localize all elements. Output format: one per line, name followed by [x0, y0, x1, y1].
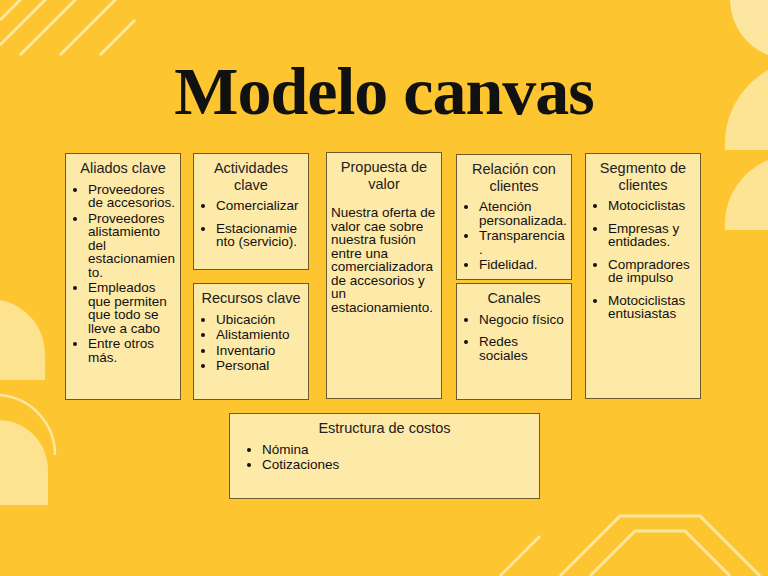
- box-heading: Propuesta de valor: [331, 159, 437, 192]
- bullet-item: Entre otros más.: [88, 337, 176, 364]
- box-body: Nuestra oferta de valor cae sobre nuestr…: [331, 206, 437, 314]
- bullet-list: NóminaCotizaciones: [244, 443, 535, 472]
- canvas-box: Relación con clientesAtención personaliz…: [456, 154, 572, 280]
- bullet-item: Nómina: [262, 443, 535, 457]
- bullet-item: Motociclistas entusiastas: [608, 294, 696, 321]
- bullet-item: Transparencia.: [479, 229, 567, 256]
- canvas-box: Aliados claveProveedores de accesorios.P…: [65, 153, 181, 400]
- box-heading: Actividades clave: [198, 160, 304, 193]
- bullet-item: Alistamiento: [216, 328, 304, 342]
- box-heading: Estructura de costos: [234, 420, 535, 437]
- bullet-item: Ubicación: [216, 313, 304, 327]
- box-heading: Relación con clientes: [461, 161, 567, 194]
- corner-arcs: [0, 395, 55, 455]
- bullet-item: Compradores de impulso: [608, 258, 696, 285]
- bullet-item: Estacionamiento (servicio).: [216, 222, 304, 249]
- canvas-box: CanalesNegocio físicoRedes sociales: [456, 283, 572, 400]
- canvas-box: Segmento de clientesMotociclistasEmpresa…: [585, 153, 701, 399]
- bullet-list: Negocio físicoRedes sociales: [461, 313, 567, 363]
- bullet-list: UbicaciónAlistamientoInventarioPersonal: [198, 313, 304, 373]
- bullet-item: Proveedores alistamiento del estacionami…: [88, 212, 176, 280]
- page-title: Modelo canvas: [0, 52, 768, 131]
- bullet-item: Redes sociales: [479, 335, 567, 362]
- bullet-item: Fidelidad.: [479, 258, 567, 272]
- bullet-item: Empresas y entidades.: [608, 222, 696, 249]
- bullet-list: Atención personalizada.Transparencia. Fid…: [461, 200, 567, 272]
- box-heading: Segmento de clientes: [590, 160, 696, 193]
- box-heading: Canales: [461, 290, 567, 307]
- bullet-item: Cotizaciones: [262, 458, 535, 472]
- bullet-list: ComercializarEstacionamiento (servicio).: [198, 199, 304, 249]
- canvas-box: Estructura de costosNóminaCotizaciones: [229, 413, 540, 499]
- canvas-box: Recursos claveUbicaciónAlistamientoInven…: [193, 283, 309, 400]
- canvas-box: Actividades claveComercializarEstacionam…: [193, 153, 309, 270]
- box-heading: Recursos clave: [198, 290, 304, 307]
- bullet-item: Motociclistas: [608, 199, 696, 213]
- bullet-item: Proveedores de accesorios.: [88, 183, 176, 210]
- bullet-item: Empleados que permiten que todo se lleve…: [88, 281, 176, 335]
- canvas-box: Propuesta de valorNuestra oferta de valo…: [326, 152, 442, 399]
- bullet-item: Inventario: [216, 344, 304, 358]
- bullet-item: Comercializar: [216, 199, 304, 213]
- corner-shapes: [0, 0, 768, 505]
- bullet-item: Negocio físico: [479, 313, 567, 327]
- bullet-item: Atención personalizada.: [479, 200, 567, 227]
- box-heading: Aliados clave: [70, 160, 176, 177]
- bullet-list: MotociclistasEmpresas y entidades. Compra…: [590, 199, 696, 321]
- bullet-item: Personal: [216, 359, 304, 373]
- bullet-list: Proveedores de accesorios.Proveedores al…: [70, 183, 176, 365]
